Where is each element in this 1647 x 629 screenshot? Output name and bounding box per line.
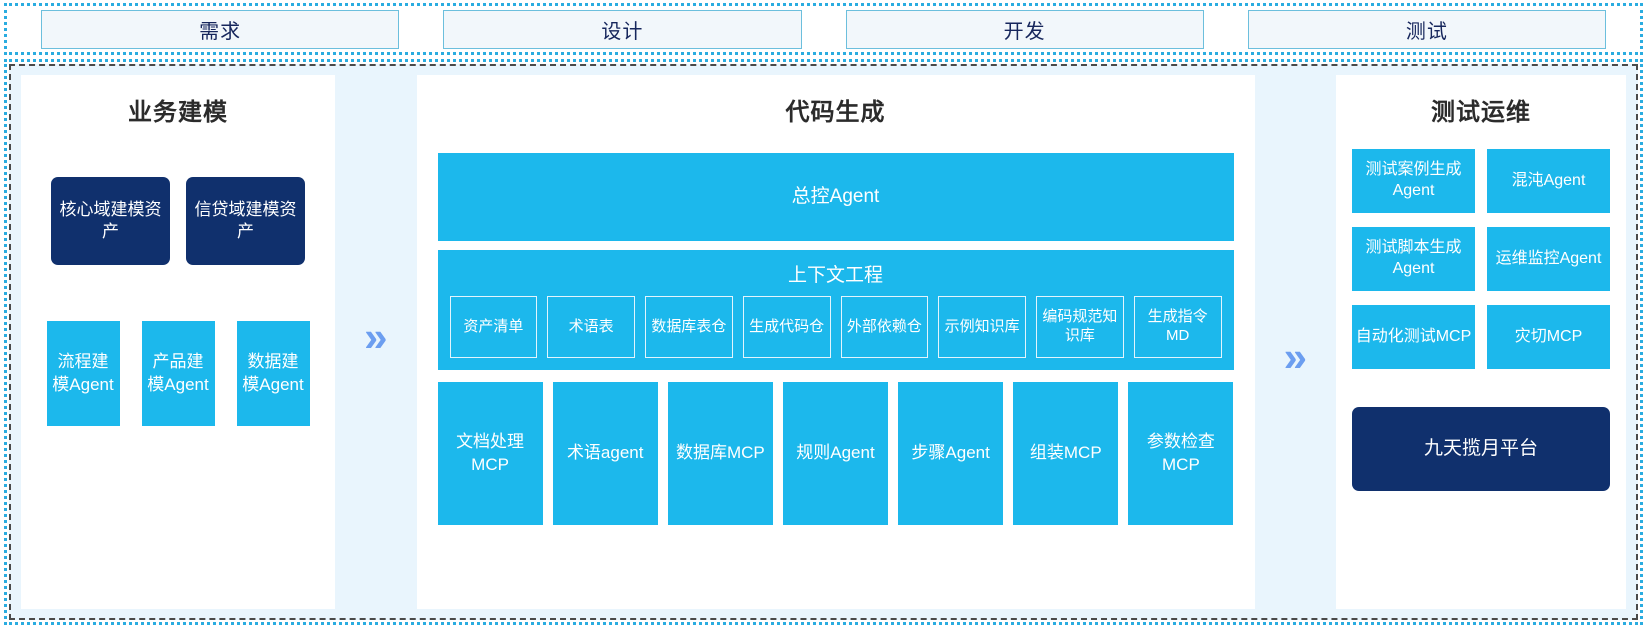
tool-disaster-switch-mcp[interactable]: 灾切MCP [1487,305,1610,369]
tool-automated-test-mcp[interactable]: 自动化测试MCP [1352,305,1475,369]
agent-data-modeling[interactable]: 数据建模Agent [236,321,310,426]
code-generation-tools-row: 文档处理MCP 术语agent 数据库MCP 规则Agent 步骤Agent 组… [437,382,1234,525]
diagram-outer-frame: 业务建模 核心域建模资产 信贷域建模资产 流程建模Agent 产品建模Agent… [4,59,1643,625]
agent-test-script-generation[interactable]: 测试脚本生成Agent [1352,227,1475,291]
tool-assembly-mcp[interactable]: 组装MCP [1013,382,1119,525]
test-operations-grid: 测试案例生成Agent 混沌Agent 测试脚本生成Agent 运维监控Agen… [1336,149,1626,369]
phase-box-development[interactable]: 开发 [845,9,1204,49]
phase-strip: 需求 设计 开发 测试 [4,3,1643,55]
tool-glossary-agent[interactable]: 术语agent [552,382,658,525]
agent-ops-monitoring[interactable]: 运维监控Agent [1487,227,1610,291]
asset-credit-domain[interactable]: 信贷域建模资产 [186,177,305,265]
master-control-agent[interactable]: 总控Agent [437,153,1234,241]
phase-box-requirements[interactable]: 需求 [41,9,400,49]
tool-document-processing-mcp[interactable]: 文档处理MCP [437,382,543,525]
business-assets-row: 核心域建模资产 信贷域建模资产 [21,177,335,265]
panel-test-operations: 测试运维 测试案例生成Agent 混沌Agent 测试脚本生成Agent 运维监… [1336,75,1626,609]
platform-jiutian-lanyue[interactable]: 九天揽月平台 [1352,407,1610,491]
code-generation-body: 总控Agent 上下文工程 资产清单 术语表 数据库表仓 生成代码仓 外部依赖仓… [417,127,1255,525]
context-engineering-title: 上下文工程 [787,265,883,286]
phase-label: 需求 [199,20,242,43]
flow-arrow-icon-right: » [1283,333,1307,380]
context-item-external-dependency-repo[interactable]: 外部依赖仓 [840,296,929,358]
agent-chaos[interactable]: 混沌Agent [1487,149,1610,213]
context-engineering-items: 资产清单 术语表 数据库表仓 生成代码仓 外部依赖仓 示例知识库 编码规范知识库… [449,296,1222,358]
phase-box-testing[interactable]: 测试 [1247,9,1606,49]
context-item-generation-instruction-md[interactable]: 生成指令MD [1133,296,1222,358]
agent-process-modeling[interactable]: 流程建模Agent [46,321,120,426]
tool-step-agent[interactable]: 步骤Agent [898,382,1004,525]
panel-title-business-modeling: 业务建模 [128,99,228,126]
panel-title-test-operations: 测试运维 [1431,99,1531,126]
phase-label: 设计 [601,20,644,43]
context-item-asset-list[interactable]: 资产清单 [449,296,538,358]
platform-wrap: 九天揽月平台 [1336,407,1626,491]
context-item-db-table-repo[interactable]: 数据库表仓 [645,296,733,358]
phase-label: 测试 [1405,20,1448,43]
phase-box-design[interactable]: 设计 [443,9,802,49]
panel-code-generation: 代码生成 总控Agent 上下文工程 资产清单 术语表 数据库表仓 生成代码仓 … [416,75,1255,609]
context-item-glossary[interactable]: 术语表 [547,296,635,358]
phase-label: 开发 [1003,20,1046,43]
context-engineering-block: 上下文工程 资产清单 术语表 数据库表仓 生成代码仓 外部依赖仓 示例知识库 编… [437,250,1234,370]
modeling-agents-row: 流程建模Agent 产品建模Agent 数据建模Agent [21,321,335,426]
tool-parameter-check-mcp[interactable]: 参数检查MCP [1128,382,1234,525]
tool-rule-agent[interactable]: 规则Agent [782,382,889,525]
context-item-generated-code-repo[interactable]: 生成代码仓 [742,296,831,358]
panel-business-modeling: 业务建模 核心域建模资产 信贷域建模资产 流程建模Agent 产品建模Agent… [21,75,335,609]
context-item-example-knowledge-base[interactable]: 示例知识库 [938,296,1026,358]
tool-database-mcp[interactable]: 数据库MCP [667,382,773,525]
panel-title-code-generation: 代码生成 [785,99,886,126]
flow-arrow-icon-left: » [364,313,388,360]
diagram-canvas: 业务建模 核心域建模资产 信贷域建模资产 流程建模Agent 产品建模Agent… [9,64,1638,620]
asset-core-domain[interactable]: 核心域建模资产 [51,177,170,265]
agent-product-modeling[interactable]: 产品建模Agent [141,321,215,426]
context-item-coding-standard-kb[interactable]: 编码规范知识库 [1036,296,1124,358]
agent-test-case-generation[interactable]: 测试案例生成Agent [1352,149,1475,213]
